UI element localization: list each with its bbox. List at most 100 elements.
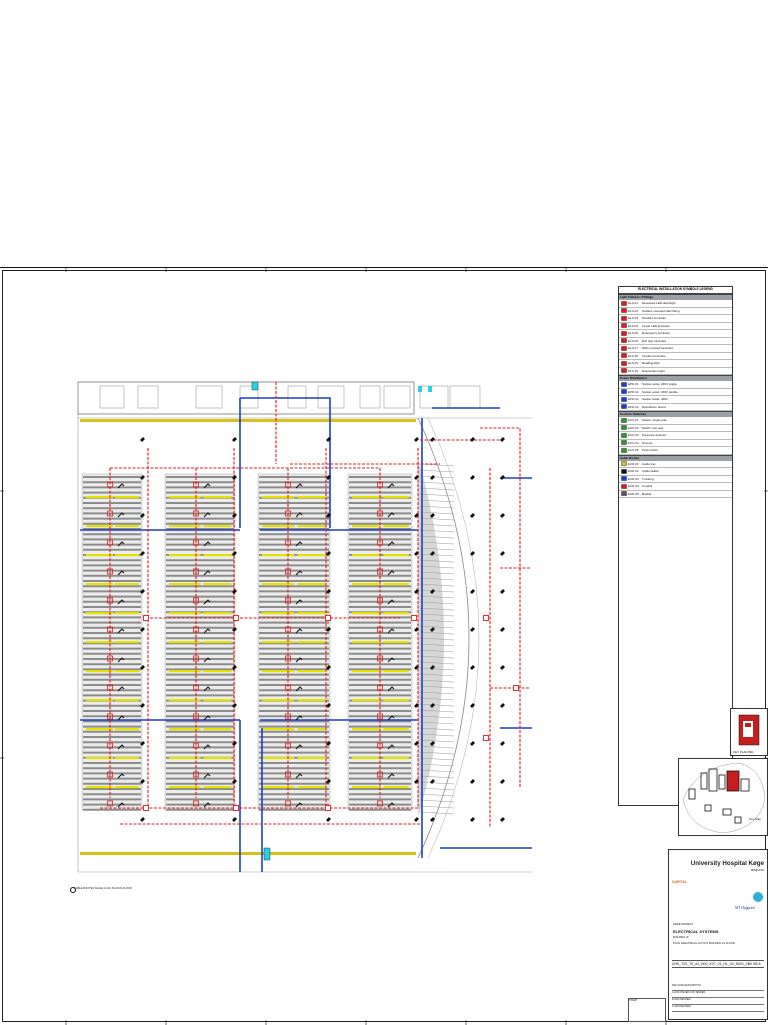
power-outlet-symbol xyxy=(285,713,291,720)
wedge-hatch xyxy=(419,571,455,575)
detector-symbol xyxy=(140,437,145,442)
wedge-hatch xyxy=(419,481,455,485)
junction-box xyxy=(483,615,489,621)
detector-symbol xyxy=(140,817,145,822)
tray-segment xyxy=(115,583,139,586)
tray-segment xyxy=(352,670,381,673)
corner-stamp: STAMP xyxy=(628,998,666,1022)
switch-symbol xyxy=(203,773,211,779)
junction-box xyxy=(411,615,417,621)
wedge-hatch xyxy=(419,781,455,785)
legend-code: EPD-02 xyxy=(628,389,639,394)
legend-description: Socket outlet, 230V double xyxy=(642,389,678,394)
switch-symbol xyxy=(387,483,395,489)
key-map-diagram xyxy=(682,762,766,834)
legend-description: Trunking xyxy=(642,476,654,481)
detector-symbol xyxy=(500,741,505,746)
switch-symbol xyxy=(387,599,395,605)
wedge-hatch xyxy=(419,487,455,491)
tray-segment xyxy=(383,612,409,615)
tray-segment xyxy=(86,786,113,789)
power-outlet-symbol xyxy=(377,626,383,633)
power-outlet-symbol xyxy=(377,597,383,604)
legend-symbol-icon xyxy=(619,346,628,351)
detector-symbol xyxy=(500,589,505,594)
detector-symbol xyxy=(232,741,237,746)
power-outlet-symbol xyxy=(193,481,199,488)
power-outlet-symbol xyxy=(193,568,199,575)
wedge-hatch xyxy=(419,661,455,665)
detector-symbol xyxy=(326,627,331,632)
junction-box xyxy=(483,735,489,741)
legend-description: Wall mounted luminaire xyxy=(642,346,674,351)
legend-description: Recessed LED downlight xyxy=(642,301,676,306)
junction-box xyxy=(513,685,519,691)
power-outlet-symbol xyxy=(377,742,383,749)
tray-segment xyxy=(86,757,113,760)
detector-symbol xyxy=(140,779,145,784)
tray-segment xyxy=(115,699,139,702)
cable-trays xyxy=(80,419,416,855)
wedge-hatch xyxy=(419,667,455,671)
drawing-sheet: ELECTRICAL INSTALLATION SYMBOLS LEGEND L… xyxy=(0,267,768,1025)
legend-code: ECS-01 xyxy=(628,418,639,423)
wedge-hatch xyxy=(419,787,455,791)
key-plan-label: KEY PLAN B01 xyxy=(733,750,754,754)
legend-code: ECS-05 xyxy=(628,448,639,453)
tray-segment xyxy=(169,612,201,615)
power-outlet-symbol xyxy=(107,539,113,546)
tray-segment xyxy=(352,728,381,731)
wedge-hatch xyxy=(419,583,455,587)
wedge-hatch xyxy=(419,553,455,557)
detector-symbol xyxy=(430,703,435,708)
tray-segment xyxy=(383,670,409,673)
power-outlet-symbol xyxy=(285,568,291,575)
detector-symbol xyxy=(414,741,419,746)
wedge-hatch xyxy=(419,655,455,659)
wedge-hatch xyxy=(419,679,455,683)
detector-symbol xyxy=(326,741,331,746)
legend-description: Busbar xyxy=(642,491,652,496)
wedge-hatch xyxy=(419,685,455,689)
wedge-hatch xyxy=(419,805,455,809)
revision-row: REV DATE DESCRIPTION xyxy=(672,984,764,991)
tray-segment xyxy=(383,496,409,499)
detector-symbol xyxy=(430,741,435,746)
legend-symbol-icon xyxy=(619,397,628,402)
detector-symbol xyxy=(326,437,331,442)
tray-segment xyxy=(203,525,232,528)
wedge-hatch xyxy=(419,469,455,473)
tray-segment xyxy=(297,554,327,557)
service-room xyxy=(137,385,159,409)
seating-wedge xyxy=(418,458,444,818)
legend-symbol-icon xyxy=(619,433,628,438)
data-cable-routes xyxy=(80,381,532,872)
legend-symbol-icon xyxy=(619,323,628,328)
legend-symbol-icon xyxy=(619,491,628,496)
detector-symbol xyxy=(326,779,331,784)
switch-symbol xyxy=(295,483,303,489)
wedge-hatch xyxy=(419,811,455,815)
detector-symbol xyxy=(414,551,419,556)
tray-segment xyxy=(297,641,327,644)
detector-symbol xyxy=(232,627,237,632)
wedge-hatch xyxy=(419,703,455,707)
legend-code: ELS-08 xyxy=(628,353,639,358)
legend-description: Surface mounted LED fitting xyxy=(642,308,680,313)
switch-symbol xyxy=(117,686,125,692)
legend-description: Socket outlet, 230V single xyxy=(642,382,677,387)
power-outlet-symbol xyxy=(193,713,199,720)
tray-segment xyxy=(352,612,381,615)
tray-segment xyxy=(383,583,409,586)
tray-segment xyxy=(297,757,327,760)
switch-symbol xyxy=(295,570,303,576)
legend-symbol-icon xyxy=(619,331,628,336)
